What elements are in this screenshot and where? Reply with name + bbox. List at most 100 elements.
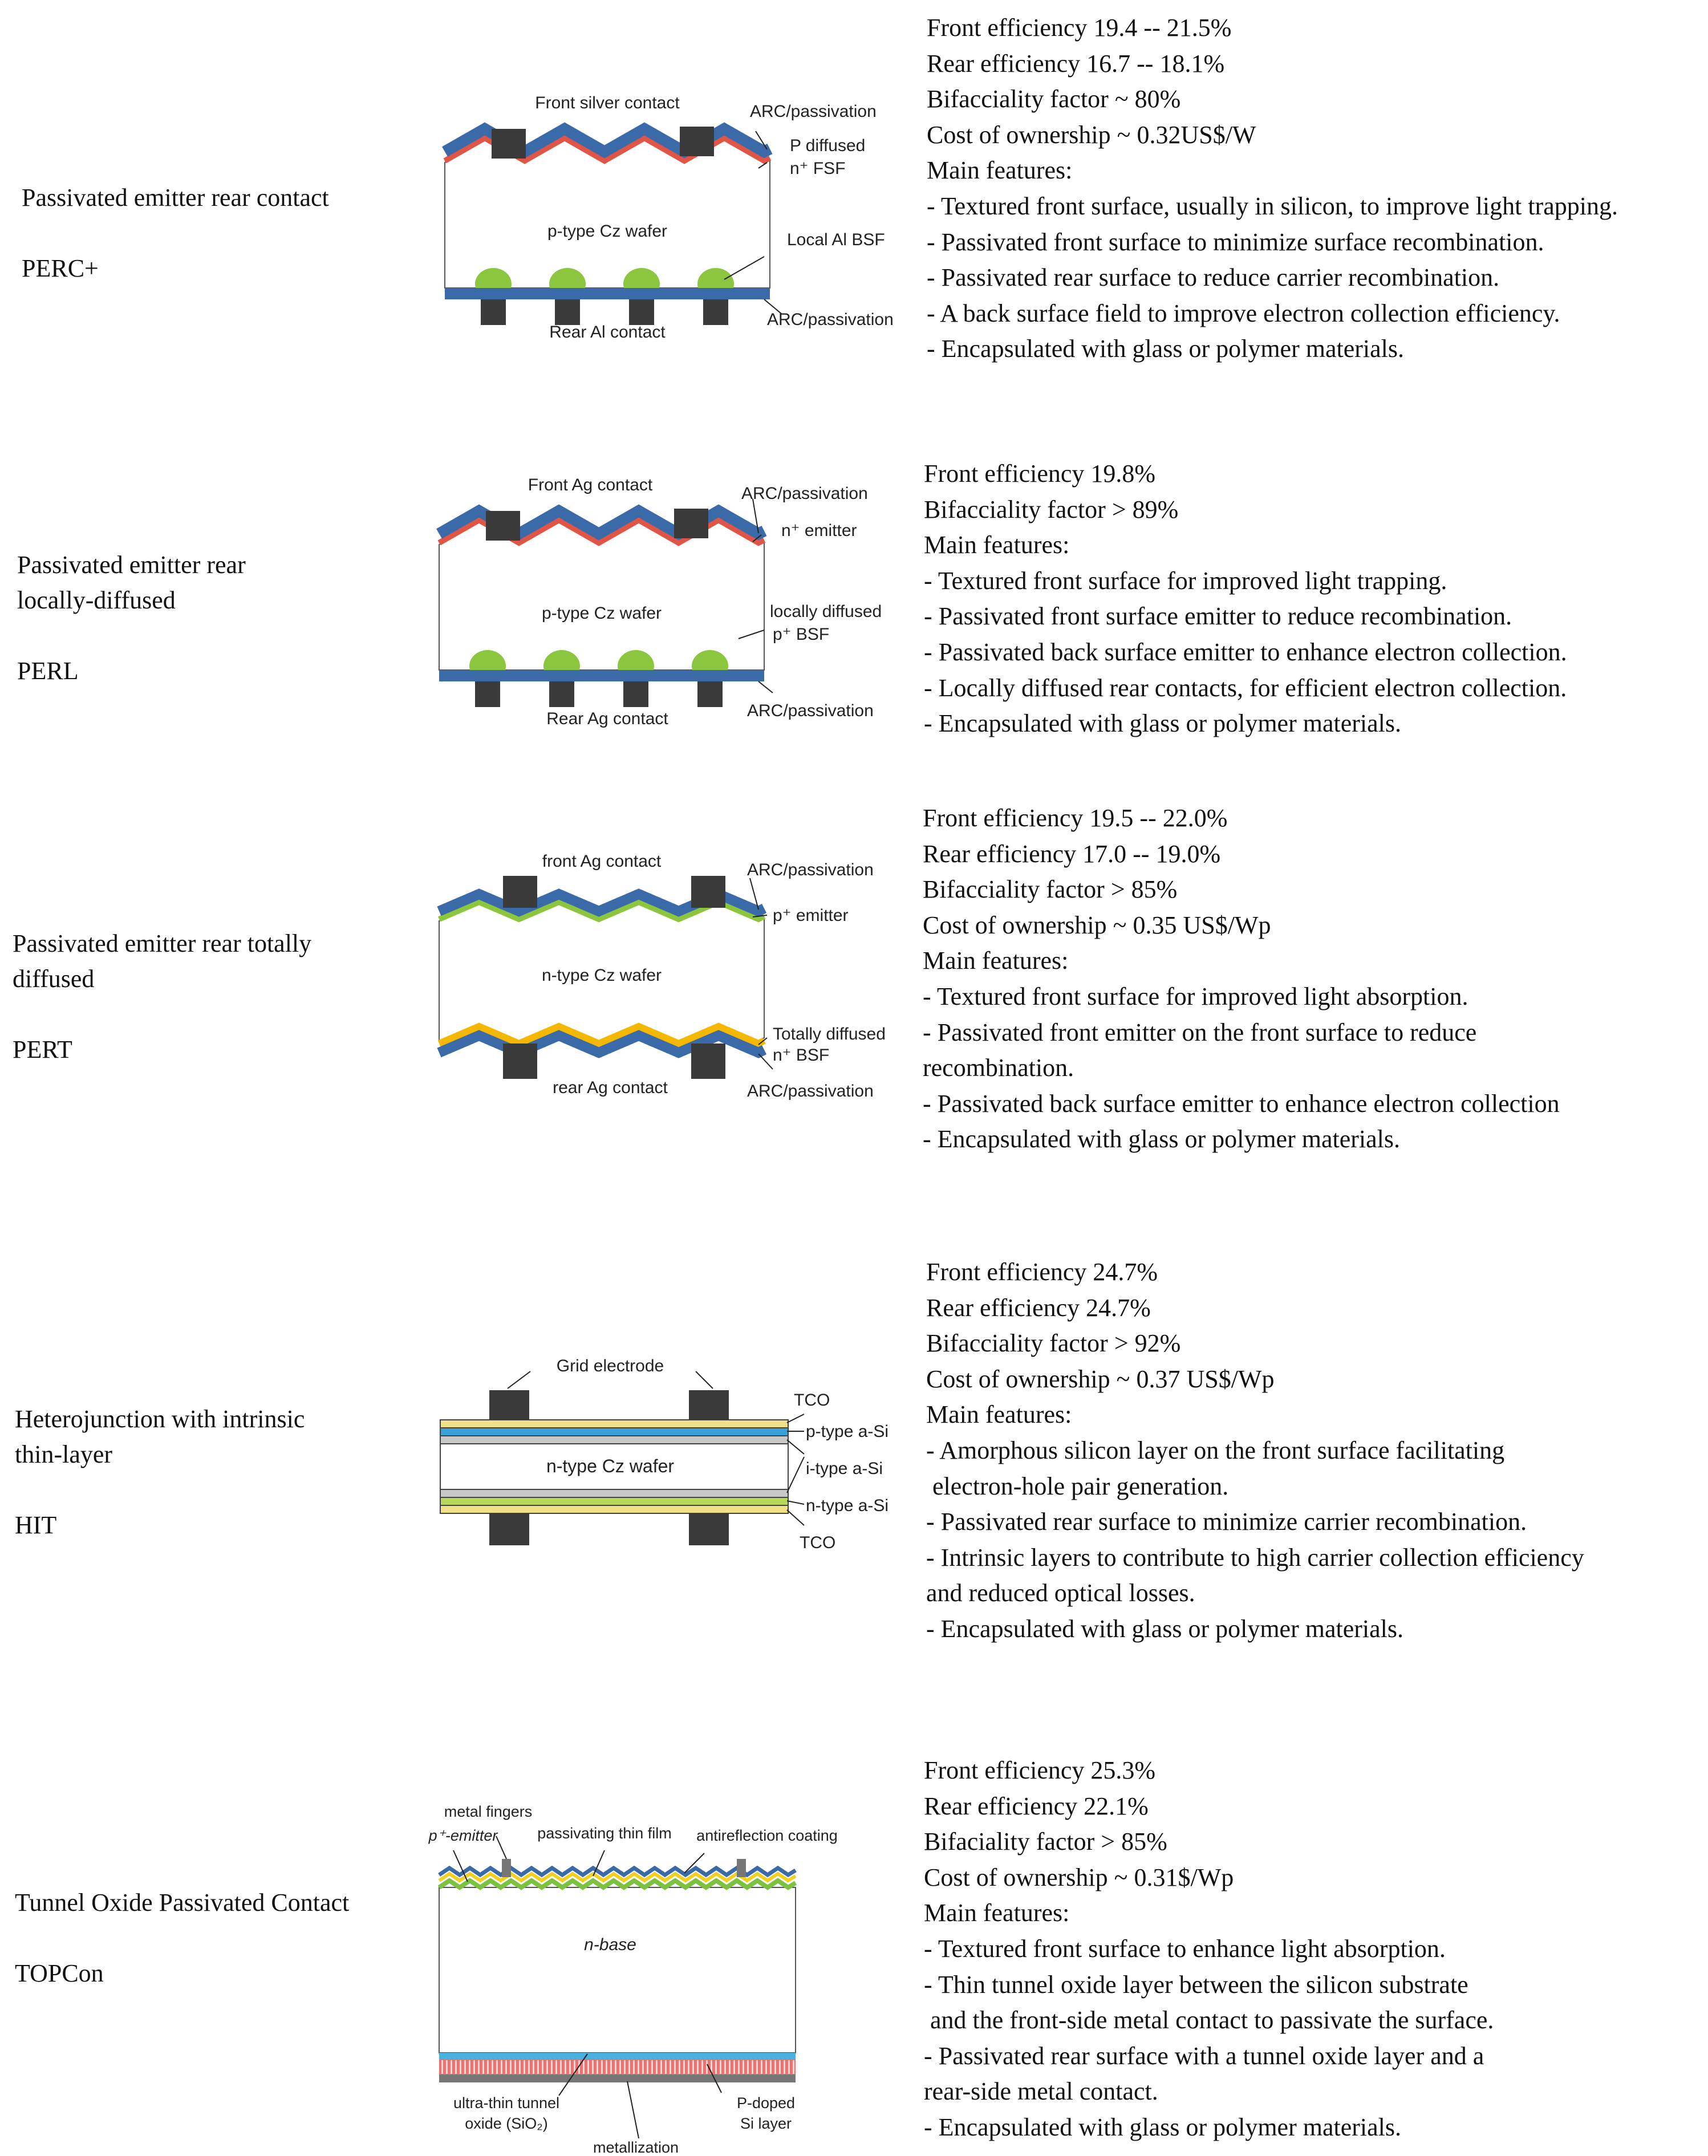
stripe bbox=[496, 2060, 498, 2074]
totally-diffused-label: Totally diffused bbox=[773, 1025, 886, 1044]
wafer-label: p-type Cz wafer bbox=[547, 222, 667, 241]
feature-line: - Passivated rear surface with a tunnel … bbox=[924, 2041, 1484, 2070]
stripe bbox=[756, 2060, 758, 2074]
rear-contact-label: Rear Ag contact bbox=[546, 709, 668, 728]
p-asi-label: p-type a-Si bbox=[806, 1422, 889, 1441]
stripe bbox=[501, 2060, 502, 2074]
perl-diagram: p-type Cz wafer Front Ag contact ARC/pas… bbox=[436, 476, 882, 728]
metal-finger bbox=[737, 1859, 746, 1877]
stripe bbox=[784, 2060, 785, 2074]
front-contact-1 bbox=[503, 876, 537, 908]
bsf-label: Local Al BSF bbox=[787, 230, 885, 249]
tunnel-oxide-layer bbox=[439, 2053, 796, 2060]
bsf-layer bbox=[437, 1022, 766, 1047]
leader-line bbox=[707, 2064, 722, 2093]
stripe bbox=[733, 2060, 735, 2074]
leader-line bbox=[695, 1371, 713, 1389]
leader-line bbox=[724, 256, 765, 280]
stripe bbox=[674, 2060, 676, 2074]
stripe bbox=[610, 2060, 612, 2074]
stripe bbox=[565, 2060, 566, 2074]
leader-line bbox=[786, 1414, 805, 1423]
stripe bbox=[473, 2060, 475, 2074]
feature-line: and the front-side metal contact to pass… bbox=[924, 2006, 1494, 2035]
spec-line: Front efficiency 19.5 -- 22.0% bbox=[923, 804, 1228, 832]
feature-line: - Encapsulated with glass or polymer mat… bbox=[924, 2113, 1401, 2141]
wafer-label: p-type Cz wafer bbox=[542, 604, 662, 623]
stripe bbox=[628, 2060, 630, 2074]
stripe bbox=[642, 2060, 644, 2074]
stripe bbox=[492, 2060, 493, 2074]
wafer-label: n-type Cz wafer bbox=[546, 1456, 674, 1476]
arc-passivation-rear bbox=[437, 1030, 767, 1058]
front-contact-1 bbox=[486, 511, 520, 541]
section-pert-name: Passivated emitter rear totally diffused… bbox=[13, 926, 311, 1067]
stripe bbox=[487, 2060, 489, 2074]
section-perc-name: Passivated emitter rear contact PERC+ bbox=[22, 180, 329, 286]
perc-specs: Front efficiency 19.4 -- 21.5% Rear effi… bbox=[927, 10, 1618, 367]
stripe bbox=[597, 2060, 598, 2074]
stripe bbox=[738, 2060, 740, 2074]
feature-line: - Passivated back surface emitter to enh… bbox=[923, 1089, 1560, 1118]
arc-label: ARC/passivation bbox=[747, 860, 874, 879]
leader-line bbox=[758, 162, 768, 169]
rear-contact bbox=[629, 299, 654, 325]
p-emitter-layer bbox=[437, 1878, 797, 1890]
stripe bbox=[592, 2060, 594, 2074]
feature-line: - Thin tunnel oxide layer between the si… bbox=[924, 1970, 1468, 1999]
emitter-label: p⁺ emitter bbox=[773, 906, 849, 925]
cell-abbreviation: PERC+ bbox=[22, 254, 99, 282]
wafer-label: n-type Cz wafer bbox=[542, 966, 662, 985]
spec-line: Front efficiency 19.4 -- 21.5% bbox=[927, 14, 1232, 42]
feature-line: - Passivated front emitter on the front … bbox=[923, 1018, 1477, 1046]
stripe bbox=[601, 2060, 603, 2074]
arc-label: antireflection coating bbox=[696, 1827, 838, 1844]
grid-electrode bbox=[689, 1390, 729, 1420]
spec-line: Cost of ownership ~ 0.37 US$/Wp bbox=[926, 1365, 1275, 1393]
stripe bbox=[770, 2060, 772, 2074]
cell-title: Passivated emitter rear contact bbox=[22, 184, 329, 212]
spec-line: Rear efficiency 24.7% bbox=[926, 1293, 1151, 1322]
cell-title: diffused bbox=[13, 965, 95, 993]
front-contact-label: front Ag contact bbox=[542, 852, 662, 871]
stripe bbox=[528, 2060, 530, 2074]
stripe bbox=[743, 2060, 744, 2074]
spec-line: Cost of ownership ~ 0.35 US$/Wp bbox=[923, 911, 1271, 939]
hit-diagram: Grid electrode TCO p-type a-Si i-type a-… bbox=[440, 1357, 889, 1552]
spec-line: Cost of ownership ~ 0.31$/Wp bbox=[924, 1863, 1234, 1891]
stripe bbox=[446, 2060, 448, 2074]
leader-line bbox=[764, 299, 782, 314]
spec-line: Main features: bbox=[923, 947, 1069, 975]
feature-line: - Passivated rear surface to minimize ca… bbox=[926, 1508, 1527, 1536]
cell-title: thin-layer bbox=[15, 1440, 113, 1468]
leader-line bbox=[558, 2053, 588, 2096]
stripe bbox=[441, 2060, 443, 2074]
stripe bbox=[537, 2060, 539, 2074]
leader-line bbox=[786, 1439, 805, 1455]
stripe bbox=[524, 2060, 525, 2074]
stripe bbox=[679, 2060, 680, 2074]
arc-passivation-rear bbox=[445, 288, 770, 299]
p-diffused-label: P diffused bbox=[790, 136, 865, 155]
spec-line: Main features: bbox=[927, 156, 1073, 185]
spec-line: Main features: bbox=[924, 531, 1070, 559]
rear-contact-2 bbox=[691, 1044, 725, 1079]
stripe bbox=[505, 2060, 507, 2074]
cell-title: locally-diffused bbox=[17, 586, 176, 614]
leader-line bbox=[752, 915, 768, 917]
stripe bbox=[683, 2060, 685, 2074]
spec-line: Front efficiency 24.7% bbox=[926, 1258, 1158, 1286]
cell-abbreviation: PERT bbox=[13, 1036, 72, 1063]
spec-line: Bifacciality factor > 89% bbox=[924, 495, 1179, 523]
n-type-asi bbox=[440, 1497, 789, 1506]
metal-finger bbox=[502, 1859, 511, 1877]
leader-line bbox=[758, 1053, 773, 1070]
spec-line: Bifacciality factor > 92% bbox=[926, 1329, 1181, 1358]
spec-line: Main features: bbox=[926, 1400, 1072, 1429]
cell-title: Passivated emitter rear totally bbox=[13, 929, 312, 957]
rear-contact-label: rear Ag contact bbox=[553, 1078, 668, 1097]
stripe bbox=[774, 2060, 776, 2074]
cell-title: Passivated emitter rear bbox=[17, 551, 246, 579]
rear-contact bbox=[475, 681, 500, 707]
stripe bbox=[761, 2060, 762, 2074]
